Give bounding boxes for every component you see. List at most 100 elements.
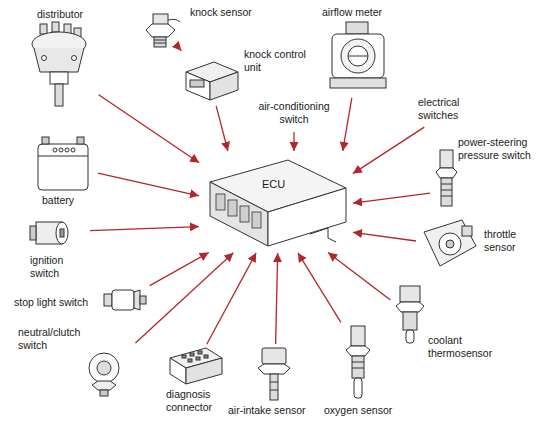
throttle-sensor-picture — [446, 240, 454, 248]
signal-arrow — [353, 232, 416, 241]
ecu-face — [268, 188, 346, 246]
component-node: coolant thermosensor — [392, 284, 502, 364]
ecu-connector — [228, 200, 237, 216]
component-node: neutral/clutch switch — [14, 326, 134, 398]
component-node: power-steering pressure switch — [432, 136, 536, 216]
airflow-meter-picture — [330, 22, 386, 88]
battery-picture — [65, 148, 69, 152]
stop-light-switch-picture — [134, 290, 140, 310]
distributor-picture — [32, 22, 86, 106]
airflow-meter-picture — [346, 22, 368, 34]
knock-sensor-picture — [168, 19, 180, 22]
oxygen-sensor-picture — [346, 326, 370, 398]
airflow-meter-picture — [348, 46, 368, 66]
distributor-picture — [40, 24, 47, 34]
component-node: throttle sensor — [418, 216, 536, 274]
knock-sensor-picture — [154, 43, 166, 44]
power-steering-switch-picture — [441, 196, 452, 197]
component-node: knock control unit — [182, 48, 314, 104]
ecu-bracket — [310, 228, 336, 242]
airflow-meter-picture — [330, 78, 386, 88]
signal-arrow — [135, 253, 233, 343]
throttle-sensor-picture — [424, 220, 476, 266]
ignition-switch-picture — [60, 229, 64, 237]
component-node: stop light switch — [10, 284, 148, 320]
part-label: battery — [42, 194, 74, 207]
air-intake-sensor-picture — [270, 382, 278, 383]
air-intake-sensor-picture — [258, 364, 290, 374]
part-label: power-steering pressure switch — [458, 136, 534, 162]
diagnosis-connector-picture — [186, 358, 222, 384]
diagnosis-connector-picture — [190, 353, 194, 356]
coolant-thermosensor-picture — [396, 302, 424, 312]
airflow-meter-picture — [341, 39, 375, 73]
distributor-picture — [50, 72, 68, 84]
oxygen-sensor-picture — [352, 368, 364, 369]
signal-arrow — [216, 106, 228, 151]
knock-control-unit-picture — [186, 72, 210, 100]
component-node: airflow meter — [318, 4, 400, 96]
oxygen-sensor-picture — [354, 378, 362, 398]
power-steering-switch-picture — [441, 190, 452, 191]
part-label: airflow meter — [322, 6, 382, 19]
airflow-meter-picture — [348, 56, 368, 57]
diagnosis-connector-picture — [182, 355, 186, 358]
part-label: ignition switch — [30, 254, 86, 280]
part-label: air-intake sensor — [228, 404, 306, 417]
part-label: oxygen sensor — [324, 404, 392, 417]
air-intake-sensor-picture — [262, 348, 286, 364]
oxygen-sensor-picture — [352, 356, 364, 378]
signal-arrow — [353, 193, 430, 203]
signal-arrow — [293, 132, 294, 151]
neutral-clutch-switch-picture — [89, 353, 119, 383]
neutral-clutch-switch-picture — [100, 390, 108, 396]
power-steering-switch-picture — [440, 150, 453, 168]
signal-arrow — [343, 98, 352, 151]
signal-arrow — [276, 253, 278, 344]
part-label: stop light switch — [14, 296, 88, 309]
power-steering-switch-picture — [436, 150, 457, 206]
stop-light-switch-picture — [140, 296, 146, 304]
coolant-thermosensor-picture — [396, 286, 424, 343]
distributor-picture — [72, 56, 77, 61]
component-node: air-intake sensor — [228, 346, 318, 419]
battery-picture — [42, 137, 49, 144]
diagnosis-connector-picture — [204, 355, 208, 358]
throttle-sensor-picture — [439, 233, 461, 255]
knock-sensor-picture — [146, 24, 175, 37]
ecu-outline — [200, 152, 352, 252]
throttle-sensor-picture — [462, 226, 472, 236]
diagnosis-connector-picture — [188, 359, 192, 362]
signal-arrow — [90, 227, 199, 231]
neutral-clutch-switch-picture — [89, 353, 119, 396]
part-label: neutral/clutch switch — [18, 326, 94, 352]
stop-light-switch-picture — [112, 290, 134, 310]
component-node: electrical switches — [418, 96, 482, 126]
signal-arrow — [353, 127, 424, 174]
component-node: oxygen sensor — [320, 324, 394, 419]
distributor-picture — [34, 48, 84, 72]
distributor-picture — [42, 56, 47, 61]
power-steering-switch-picture — [441, 184, 452, 185]
air-intake-sensor-picture — [258, 348, 290, 400]
part-label: air-conditioning switch — [246, 100, 342, 126]
ecu-connector — [216, 194, 225, 210]
unit-label: ECU — [262, 178, 285, 191]
knock-sensor-picture — [146, 14, 180, 47]
throttle-sensor-picture — [424, 220, 476, 266]
component-node: distributor — [25, 6, 97, 108]
battery-picture — [38, 137, 88, 190]
coolant-thermosensor-picture — [400, 286, 420, 302]
signal-arrow — [207, 253, 256, 344]
oxygen-sensor-picture — [346, 346, 370, 356]
part-label: diagnosis connector — [166, 388, 226, 414]
stop-light-switch-picture — [104, 290, 146, 310]
coolant-thermosensor-picture — [403, 312, 417, 330]
ignition-switch-picture — [30, 226, 36, 240]
knock-control-unit-picture — [190, 80, 204, 87]
air-intake-sensor-picture — [270, 374, 278, 400]
diagnosis-connector-picture — [196, 357, 200, 360]
ignition-switch-picture — [56, 222, 68, 244]
